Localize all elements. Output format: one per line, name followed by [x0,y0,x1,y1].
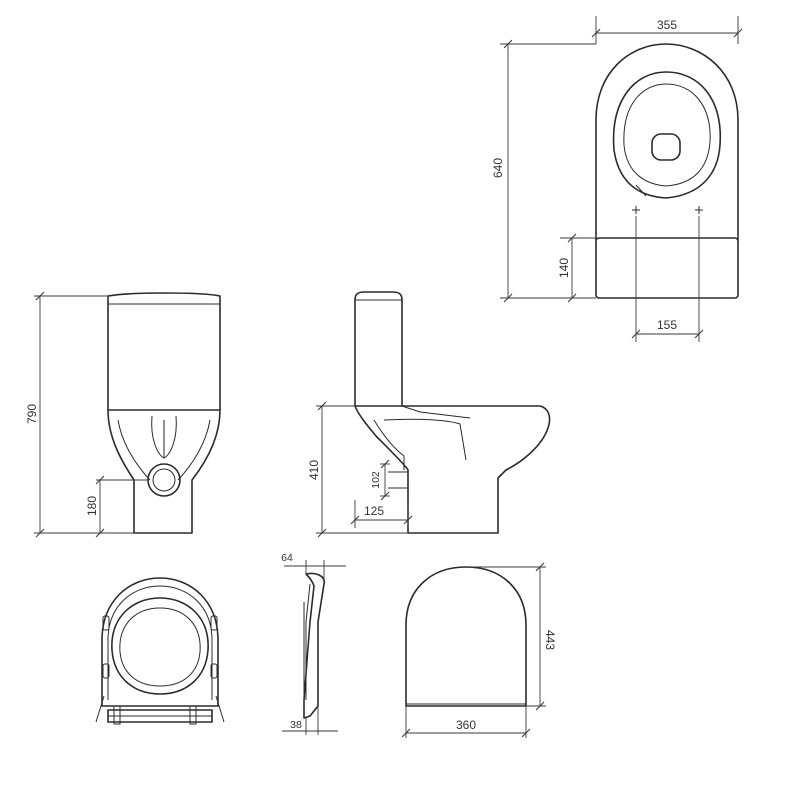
seat-opening-inner [119,607,201,687]
front-view: 790 180 [25,291,221,538]
dim-seat-side-top-label: 64 [281,552,293,564]
dim-plan-length: 640 [491,39,596,303]
dim-front-height-label: 790 [25,404,39,424]
dim-plan-width: 355 [591,16,743,44]
seat-side-view: 64 38 [281,552,346,735]
front-outlet-inner [152,468,176,492]
seat-bumper-tl [102,615,110,631]
dim-seat-side-bottom: 38 [282,706,338,735]
front-bowl [107,409,221,534]
dim-plan-length-label: 640 [491,158,505,178]
seat-hinge-left [113,705,121,725]
dim-lid-length: 443 [470,562,557,711]
front-bowl-inner-right [177,419,211,481]
dim-plan-fixing: 155 [631,216,704,342]
dim-seat-side-bottom-label: 38 [290,719,302,731]
dim-side-offset-label: 125 [364,504,384,518]
dim-front-outlet: 180 [85,475,148,538]
dim-plan-fixing-label: 155 [657,318,677,332]
seat-side-profile [303,572,326,719]
seat-hinge-right [189,705,197,725]
dim-lid-width: 360 [401,706,531,738]
plan-tank [595,237,739,299]
plan-fixing-left [632,206,640,214]
seat-opening-outer [111,597,209,695]
plan-fixing-right [695,206,703,214]
dim-side-height-label: 410 [307,460,321,480]
side-trap-channel [373,419,405,470]
side-cistern [354,291,403,407]
seat-bumper-bl [102,663,110,679]
dim-plan-width-label: 355 [657,18,677,32]
front-bowl-inner-left [117,419,151,481]
dim-side-height: 410 [307,401,408,538]
dim-front-height: 790 [25,291,134,538]
dim-side-offset: 125 [350,500,413,528]
front-cistern [107,292,221,411]
plan-bowl-inner [623,83,711,187]
dim-front-outlet-label: 180 [85,496,99,516]
lid-outline [405,566,527,707]
side-seat-rim [401,405,471,419]
plan-rim-inner [612,71,721,199]
dim-lid-width-label: 360 [456,718,476,732]
lid-top-view: 443 360 [401,562,557,738]
side-bowl [354,405,551,534]
dim-side-outlet: 102 [370,459,390,501]
dim-side-outlet-label: 102 [370,471,382,489]
seat-bumper-tr [210,615,218,631]
dim-plan-tank: 140 [557,233,596,303]
seat-outer [101,577,219,707]
plan-view: 355 640 140 155 [491,16,743,342]
side-view: 410 102 125 [307,291,551,538]
seat-outer-inner [107,585,213,700]
seat-bumper-br [210,663,218,679]
seat-side-inner [305,583,311,700]
side-bowl-inner [383,418,467,461]
dim-lid-length-label: 443 [543,630,557,650]
seat-hinge-arms [95,695,225,723]
dim-plan-tank-label: 140 [557,258,571,278]
side-outlet-line [388,471,408,489]
plan-outlet-square [651,133,681,161]
plan-rim-gap [635,184,647,197]
seat-top-view [95,577,225,725]
plan-bowl-outline [595,43,739,241]
dim-seat-side-top: 64 [281,552,346,580]
